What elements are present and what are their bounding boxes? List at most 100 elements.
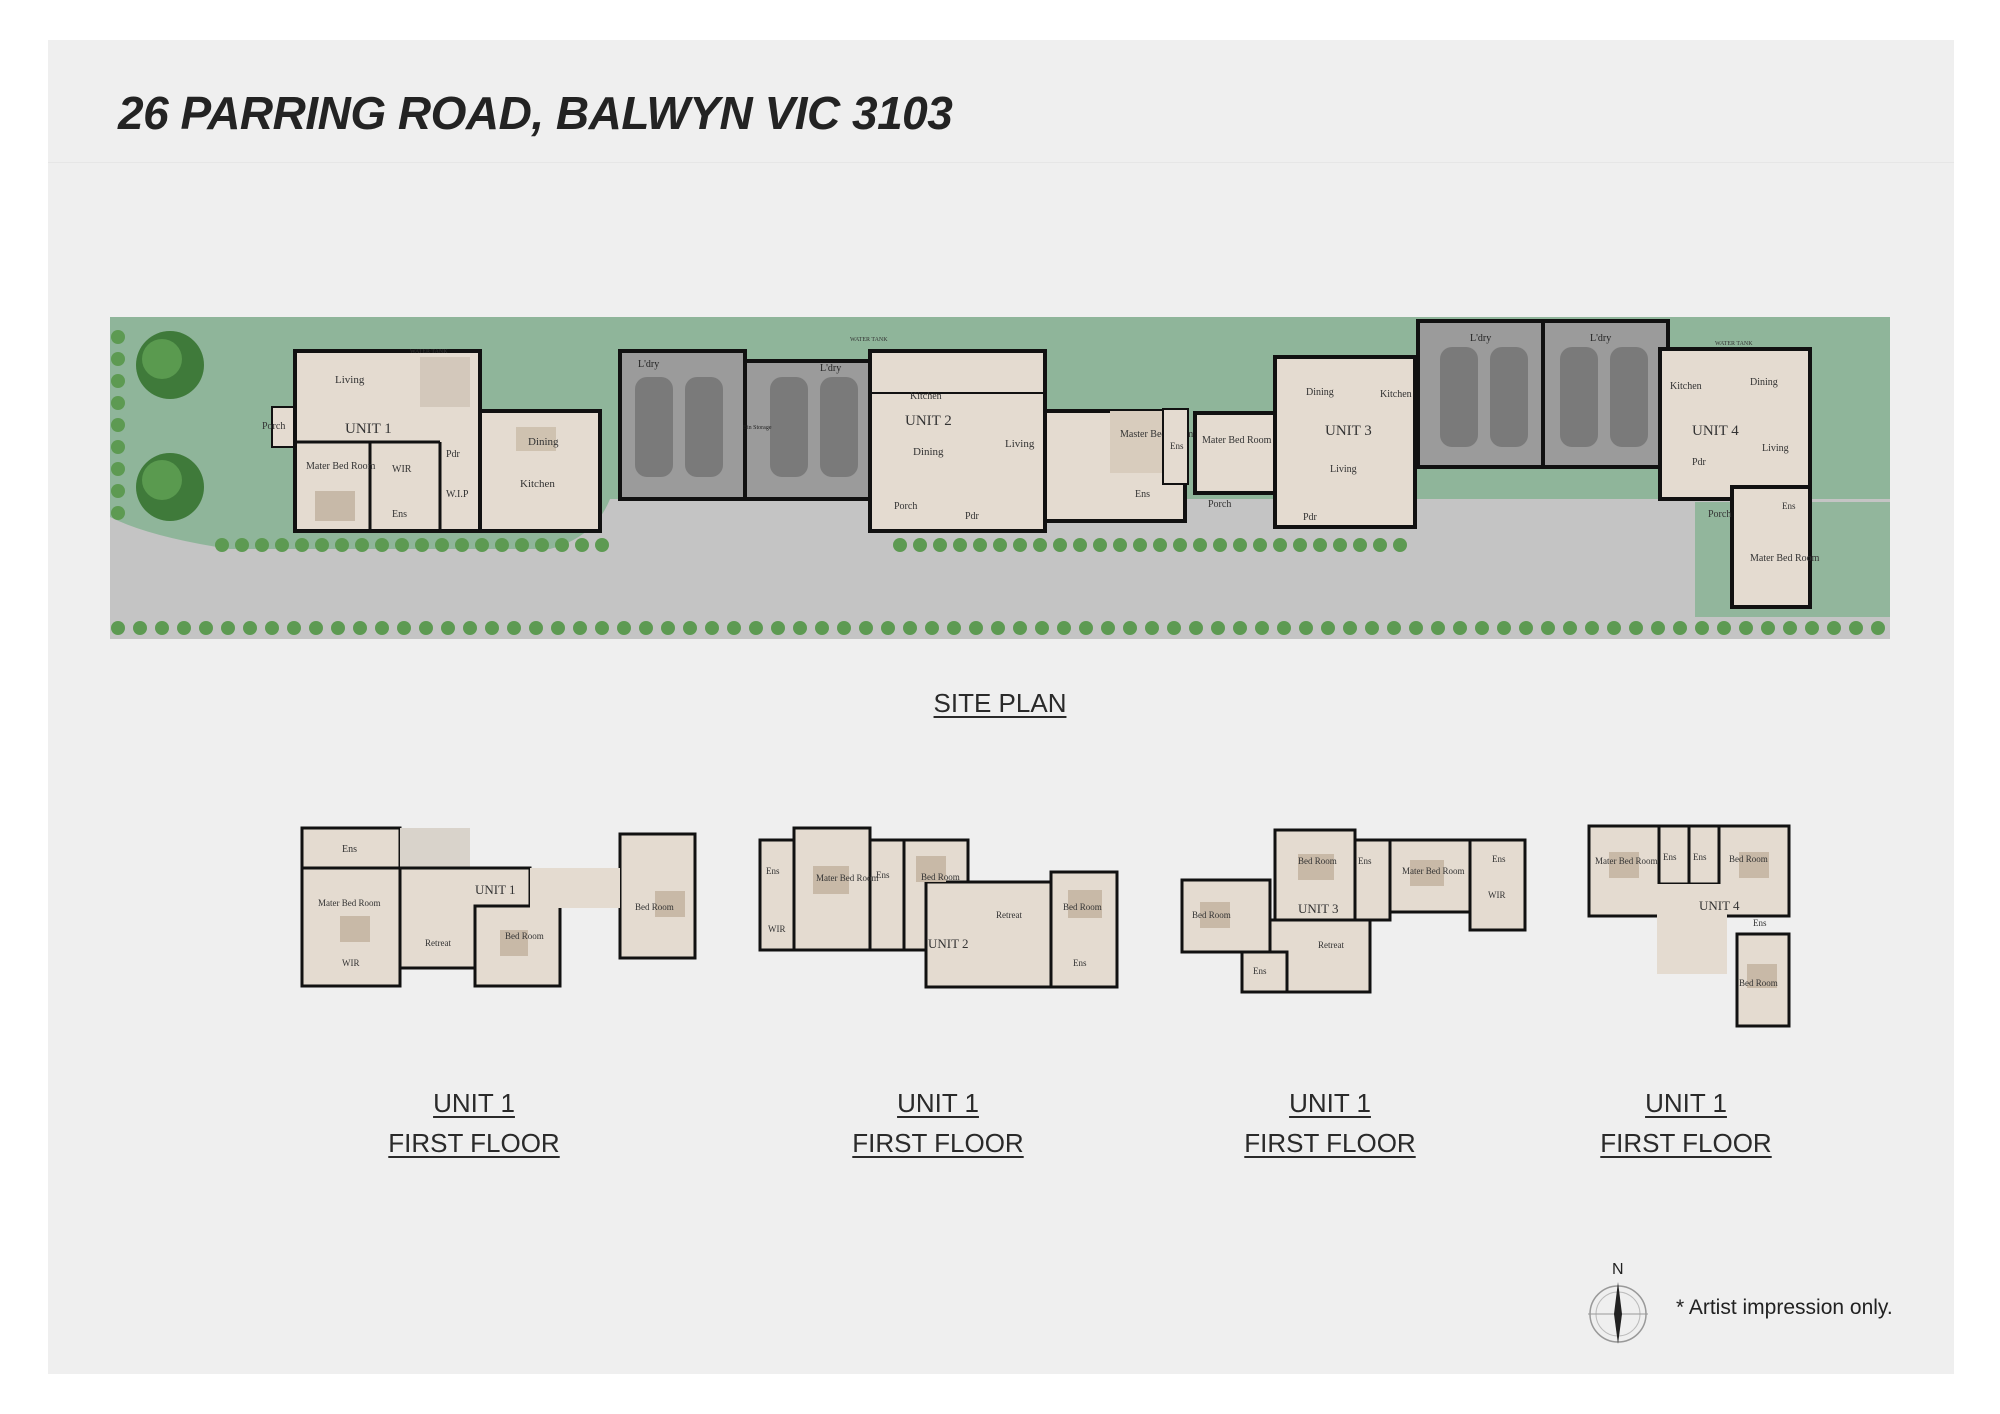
- hedge-shrub: [771, 621, 785, 635]
- unit1-water-tank-label: WATER TANK: [410, 349, 448, 355]
- compass-north-label: N: [1612, 1261, 1624, 1278]
- sheet-background: [48, 40, 1954, 1374]
- unit3-dining-label: Dining: [1306, 387, 1334, 398]
- hedge-shrub: [1387, 621, 1401, 635]
- unit3-living-label: Living: [1330, 464, 1357, 475]
- hedge-shrub: [199, 621, 213, 635]
- hedge-shrub: [111, 462, 125, 476]
- hedge-shrub: [551, 621, 565, 635]
- floor-plan-unit-3: Bed Room Bed Room Ens Mater Bed Room Ens…: [1180, 828, 1527, 994]
- garage-unit-3: L'dry: [1416, 319, 1545, 469]
- unit-4-ground: Kitchen Dining UNIT 4 Living Pdr Ens Por…: [1658, 341, 1820, 609]
- hedge-shrub: [749, 621, 763, 635]
- unit2-ens-label: Ens: [1135, 489, 1150, 500]
- garage-unit-1: L'dry: [618, 349, 747, 501]
- hedge-shrub: [1739, 621, 1753, 635]
- hedge-shrub: [1541, 621, 1555, 635]
- fp1-caption-floor: FIRST FLOOR: [388, 1128, 560, 1158]
- floor-plan-unit-2: Ens Mater Bed Room Ens Bed Room WIR Retr…: [758, 826, 1119, 989]
- fp3-master-label: Mater Bed Room: [1402, 866, 1465, 876]
- hedge-shrub: [529, 621, 543, 635]
- hedge-shrub: [1475, 621, 1489, 635]
- fp3-caption-unit: UNIT 1: [1289, 1088, 1371, 1118]
- unit4-master-label: Mater Bed Room: [1750, 553, 1820, 564]
- fp3-bed-label: Bed Room: [1192, 910, 1231, 920]
- hedge-shrub: [1365, 621, 1379, 635]
- unit3-pdr-label: Pdr: [1303, 512, 1318, 523]
- fp3-unit-label: UNIT 3: [1298, 901, 1339, 916]
- hedge-shrub: [463, 621, 477, 635]
- site-hedges: [111, 330, 1885, 635]
- hedge-shrub: [1393, 538, 1407, 552]
- hedge-shrub: [309, 621, 323, 635]
- hedge-shrub: [555, 538, 569, 552]
- hedge-shrub: [1695, 621, 1709, 635]
- hedge-shrub: [1343, 621, 1357, 635]
- hedge-shrub: [1053, 538, 1067, 552]
- hedge-shrub: [1651, 621, 1665, 635]
- fp4-bed2-label: Bed Room: [1739, 978, 1778, 988]
- fp4-ens2-label: Ens: [1693, 852, 1707, 862]
- hedge-shrub: [353, 621, 367, 635]
- hedge-shrub: [177, 621, 191, 635]
- hedge-shrub: [1563, 621, 1577, 635]
- unit3-kitchen-label: Kitchen: [1380, 389, 1412, 400]
- hedge-shrub: [419, 621, 433, 635]
- hedge-shrub: [969, 621, 983, 635]
- hedge-shrub: [1255, 621, 1269, 635]
- unit4-label: UNIT 4: [1692, 423, 1739, 439]
- hedge-shrub: [265, 621, 279, 635]
- hedge-shrub: [111, 440, 125, 454]
- floor-plan-unit-1: Ens Mater Bed Room WIR UNIT 1 Retreat Be…: [300, 826, 697, 988]
- fp2-ens2-label: Ens: [876, 870, 890, 880]
- hedge-shrub: [111, 621, 125, 635]
- hedge-shrub: [535, 538, 549, 552]
- unit3-label: UNIT 3: [1325, 423, 1372, 439]
- hedge-shrub: [973, 538, 987, 552]
- hedge-shrub: [595, 538, 609, 552]
- hedge-shrub: [1717, 621, 1731, 635]
- unit4-pdr-label: Pdr: [1692, 457, 1707, 468]
- hedge-shrub: [133, 621, 147, 635]
- hedge-shrub: [1673, 621, 1687, 635]
- unit-1-ground: Living UNIT 1 Dining Kitchen Mater Bed R…: [262, 349, 602, 533]
- hedge-shrub: [1035, 621, 1049, 635]
- unit2-ldry-label: L'dry: [820, 363, 841, 374]
- unit1-wip-label: W.I.P: [446, 489, 469, 500]
- unit2-kitchen-label: Kitchen: [910, 391, 942, 402]
- unit4-water-tank-label: WATER TANK: [1715, 341, 1753, 347]
- hedge-shrub: [1849, 621, 1863, 635]
- hedge-shrub: [507, 621, 521, 635]
- fp3-caption-floor: FIRST FLOOR: [1244, 1128, 1416, 1158]
- fp2-wir-label: WIR: [768, 924, 786, 934]
- hedge-shrub: [111, 352, 125, 366]
- hedge-shrub: [315, 538, 329, 552]
- hedge-shrub: [1079, 621, 1093, 635]
- hedge-shrub: [331, 621, 345, 635]
- unit2-porch-label: Porch: [894, 501, 917, 512]
- fp4-caption-unit: UNIT 1: [1645, 1088, 1727, 1118]
- fp2-caption-floor: FIRST FLOOR: [852, 1128, 1024, 1158]
- unit4-living-label: Living: [1762, 443, 1789, 454]
- hedge-shrub: [1193, 538, 1207, 552]
- fp3-retreat-label: Retreat: [1318, 940, 1344, 950]
- fp2-ens3-label: Ens: [1073, 958, 1087, 968]
- unit1-ldry-label: L'dry: [638, 359, 659, 370]
- hedge-shrub: [255, 538, 269, 552]
- hedge-shrub: [913, 538, 927, 552]
- hedge-shrub: [1409, 621, 1423, 635]
- tree-2-highlight: [142, 460, 182, 500]
- hedge-shrub: [1827, 621, 1841, 635]
- north-arrow-icon: N: [1588, 1261, 1648, 1344]
- hedge-shrub: [221, 621, 235, 635]
- hedge-shrub: [1233, 538, 1247, 552]
- hedge-shrub: [837, 621, 851, 635]
- fp1-bed-label: Bed Room: [505, 931, 544, 941]
- hedge-shrub: [1013, 621, 1027, 635]
- fp4-unit-label: UNIT 4: [1699, 898, 1740, 913]
- hedge-shrub: [1293, 538, 1307, 552]
- hedge-shrub: [1073, 538, 1087, 552]
- page-title: 26 PARRING ROAD, BALWYN VIC 3103: [118, 87, 953, 139]
- hedge-shrub: [111, 418, 125, 432]
- hedge-shrub: [1173, 538, 1187, 552]
